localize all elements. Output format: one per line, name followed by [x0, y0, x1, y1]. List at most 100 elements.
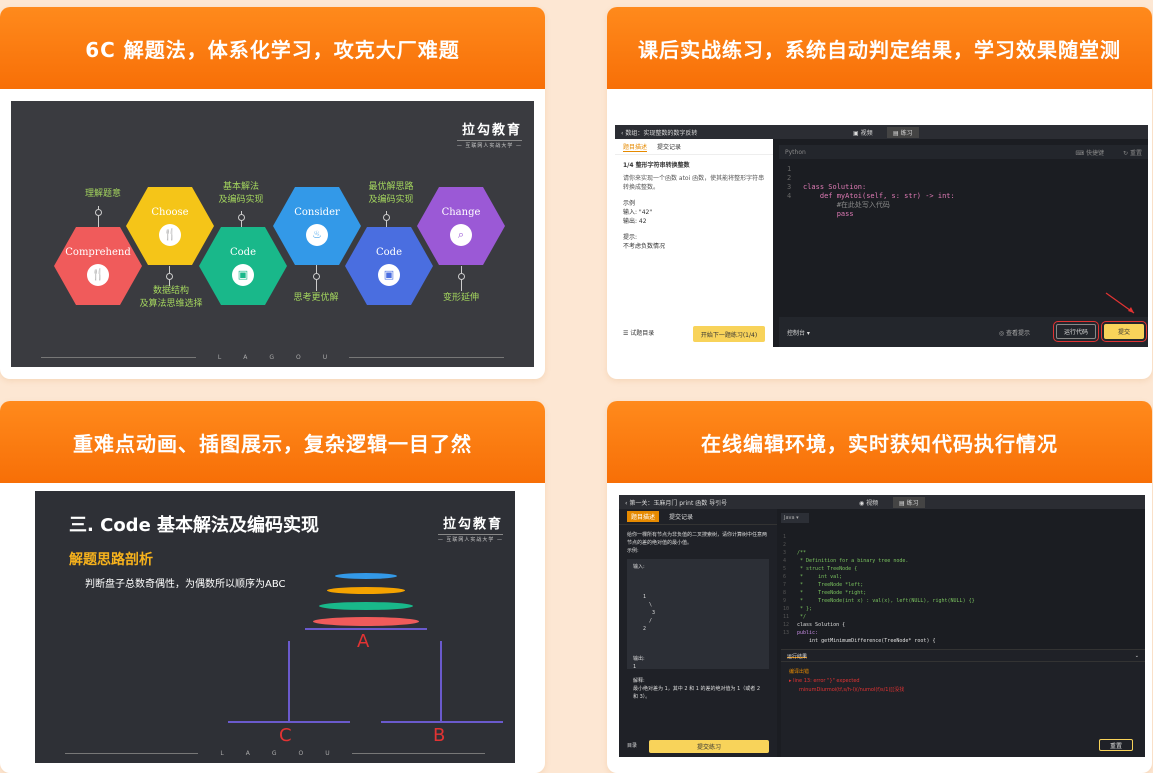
hanoi-slide: 三. Code 基本解法及编码实现 拉勾教育— 互联网人实战大学 — 解题思路剖…: [35, 491, 515, 763]
question-text: 给你一棵所有节点为非负值的二叉搜索树，请你计算树中任意两节点的差的绝对值的最小值…: [627, 532, 768, 546]
pin-dot: [383, 214, 390, 221]
hex-consider: Consider♨: [273, 187, 361, 265]
run-code-button[interactable]: 运行代码: [1053, 321, 1099, 342]
example-box: 输入: 1 \ 3 /2 输出: 1 解释: 最小绝对差为 1，其中 2 和 1…: [627, 559, 769, 700]
chevron-down-icon[interactable]: ⌄: [1134, 653, 1139, 659]
tab-description[interactable]: 题目描述: [623, 143, 648, 152]
question-body: 请你来实现一个函数 atoi 函数，使其能将整形字符串转换成整数。: [623, 175, 765, 191]
code-editor[interactable]: /** * Definition for a binary tree node.…: [797, 550, 975, 644]
question-panel: 题目描述 提交记录 1/4 整形字符串转换整数 请你来实现一个函数 atoi 函数…: [615, 139, 773, 347]
tab-video[interactable]: ▣ 视频: [853, 129, 873, 137]
hex-change: Change⌕: [417, 187, 505, 265]
slide-subtitle: 解题思路剖析: [69, 552, 153, 568]
tab-description[interactable]: 题目描述: [627, 511, 660, 522]
question-title: 1/4 整形字符串转换整数: [623, 162, 690, 169]
console-bar: 控制台 ▾ ◎ 查看提示 运行代码 提交: [779, 317, 1148, 347]
pin-dot: [95, 209, 102, 216]
console-toggle[interactable]: 控制台 ▾: [787, 330, 810, 337]
hint-label: 提示:: [623, 234, 638, 241]
card-title: 6C 解题法，体系化学习，攻克大厂难题: [0, 7, 545, 89]
online-ide: ‹ 第一关：玉麻月门 print 函数 导引号 ◉ 视频 ▤ 练习 题目描述提交…: [619, 495, 1145, 757]
card-6c-method: 6C 解题法，体系化学习，攻克大厂难题 拉勾教育— 互联网人实战大学 — 理解题…: [0, 7, 545, 379]
peg-c-base: [228, 721, 350, 723]
peg-a-base: [305, 628, 427, 630]
view-hint-button[interactable]: ◎ 查看提示: [998, 330, 1030, 337]
search-icon: ⌕: [450, 223, 472, 246]
lagou-logo: 拉勾教育— 互联网人实战大学 —: [456, 123, 522, 149]
shortcut-button[interactable]: ⌨ 快捷键: [1075, 149, 1104, 157]
language-select[interactable]: Java ▾: [781, 513, 809, 523]
annotation-understand: 理解题意: [84, 189, 121, 199]
bell-icon: ♨: [306, 223, 328, 246]
catalog-link[interactable]: 目录: [627, 743, 638, 749]
card-title: 重难点动画、插图展示，复杂逻辑一目了然: [0, 401, 545, 483]
submit-practice-button[interactable]: 提交练习: [649, 740, 769, 753]
hex-code: Code▣: [199, 227, 287, 305]
disk-2: [327, 587, 405, 594]
error-detail: minumDiurmoi(tf,s/h-l)(/numol(f)s/1)[[没找: [799, 687, 905, 693]
tab-video[interactable]: ◉ 视频: [859, 499, 879, 507]
disk-3: [319, 602, 413, 610]
hex-code-2: Code▣: [345, 227, 433, 305]
tab-practice[interactable]: ▤ 练习: [893, 496, 925, 508]
card-title: 课后实战练习，系统自动判定结果，学习效果随堂测: [607, 7, 1152, 89]
hex-choose: Choose🍴: [126, 187, 214, 265]
hex-comprehend: Comprehend🍴: [54, 227, 142, 305]
catalog-link[interactable]: ☰ 试题目录: [623, 330, 655, 337]
fork-knife-icon: 🍴: [159, 223, 181, 246]
fork-knife-icon: 🍴: [87, 263, 109, 286]
pin-dot: [313, 273, 320, 280]
example-input: 输入: "42": [623, 209, 653, 216]
peg-c: [288, 641, 290, 723]
pin-line: [98, 206, 99, 233]
annotation-variation: 变形延伸: [442, 293, 479, 303]
disk-1: [335, 573, 397, 579]
card-practice: 课后实战练习，系统自动判定结果，学习效果随堂测 ‹ 数组：实现整数的数字反转 ▣…: [607, 7, 1152, 379]
tab-practice[interactable]: ▤ 练习: [887, 126, 919, 138]
error-line: ▸ line 13: error "}" expected: [789, 678, 860, 684]
back-link[interactable]: ‹ 数组：实现整数的数字反转: [621, 129, 698, 137]
example-label: 示例: [623, 200, 636, 207]
next-question-button[interactable]: 开始下一题练习(1/4): [693, 326, 765, 342]
back-link[interactable]: ‹ 第一关：玉麻月门 print 函数 导引号: [625, 499, 728, 507]
card-animation: 重难点动画、插图展示，复杂逻辑一目了然 三. Code 基本解法及编码实现 拉勾…: [0, 401, 545, 773]
result-label: 运行结果: [787, 654, 808, 660]
example-output: 输出: 42: [623, 218, 647, 225]
editor-toolbar: Python ⌨ 快捷键 ↻ 重置: [779, 145, 1148, 159]
annotation-better-solution: 思考更优解: [293, 293, 339, 303]
tab-record[interactable]: 提交记录: [657, 144, 682, 151]
question-panel: 题目描述 提交记录 给你一棵所有节点为非负值的二叉搜索树，请你计算树中任意两节点的…: [619, 509, 777, 757]
hint-text: 不考虑负数情况: [623, 243, 666, 250]
language-select[interactable]: Python: [785, 148, 806, 156]
reset-button[interactable]: ↻ 重置: [1123, 149, 1142, 157]
ide-topbar: ‹ 数组：实现整数的数字反转 ▣ 视频 ▤ 练习: [615, 125, 1148, 139]
annotation-optimal-solution: 最优解思路 及编码实现: [368, 182, 414, 205]
pin-dot: [238, 214, 245, 221]
disk-4: [313, 617, 419, 626]
peg-b-label: B: [433, 725, 446, 746]
result-panel: 运行结果 ⌄ 编译出错 ▸ line 13: error "}" expecte…: [781, 649, 1145, 757]
slide-title: 三. Code 基本解法及编码实现: [69, 515, 320, 536]
arrow-pointer-icon: [1105, 292, 1135, 314]
card-title: 在线编辑环境，实时获知代码执行情况: [607, 401, 1152, 483]
peg-c-label: C: [279, 725, 292, 746]
peg-a-label: A: [357, 631, 370, 652]
monitor-icon: ▣: [232, 263, 254, 286]
submit-button[interactable]: 提交: [1101, 321, 1147, 342]
reset-button[interactable]: 重置: [1099, 739, 1133, 751]
annotation-basic-solution: 基本解法 及编码实现: [218, 182, 264, 205]
monitor-icon: ▣: [378, 263, 400, 286]
code-editor[interactable]: class Solution: def myAtoi(self, s: str)…: [803, 183, 955, 218]
tab-record[interactable]: 提交记录: [669, 514, 694, 521]
lagou-logo: 拉勾教育— 互联网人实战大学 —: [437, 517, 503, 543]
ide-topbar: ‹ 第一关：玉麻月门 print 函数 导引号 ◉ 视频 ▤ 练习: [619, 495, 1145, 509]
error-title: 编译出错: [789, 669, 810, 675]
example-label: 示例:: [627, 548, 639, 554]
card-online-editor: 在线编辑环境，实时获知代码执行情况 ‹ 第一关：玉麻月门 print 函数 导引…: [607, 401, 1152, 773]
pin-dot: [166, 273, 173, 280]
slide-text: 判断盘子总数奇偶性，为偶数所以顺序为ABC: [85, 579, 286, 590]
